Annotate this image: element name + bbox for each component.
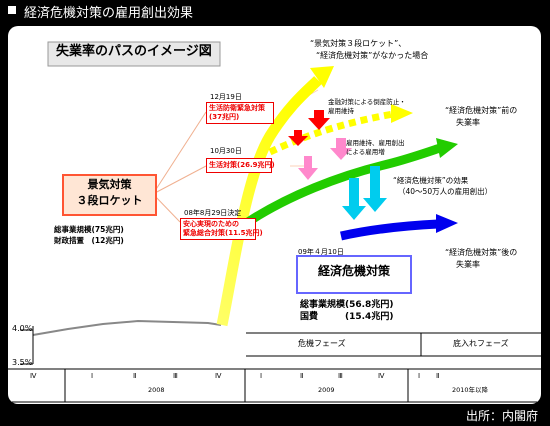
quarter-label: Ⅱ xyxy=(436,372,440,380)
employment-label-line2: による雇用増 xyxy=(346,148,385,156)
stimulus-total-scale: 総事業規模(75兆円) xyxy=(54,225,124,234)
header-title: 経済危機対策の雇用創出効果 xyxy=(24,6,194,21)
measure-1-line2: 緊急総合対策(11.5兆円) xyxy=(183,229,263,237)
effect-label-line2: （40～50万人の雇用創出） xyxy=(398,187,493,196)
red-down-arrows xyxy=(288,110,330,146)
measure-3-box: 生活防衛緊急対策 (37兆円) xyxy=(206,102,274,124)
phase-crisis-label: 危機フェーズ xyxy=(298,339,346,348)
crisis-measures-title: 経済危機対策 xyxy=(317,264,390,278)
after-crisis-label-line2: 失業率 xyxy=(456,260,480,269)
measure-1-box: 安心実現のための 緊急総合対策(11.5兆円) xyxy=(180,218,263,240)
diagram-title: 失業率のパスのイメージ図 xyxy=(56,44,212,59)
measure-1-line1: 安心実現のための xyxy=(183,220,239,228)
stimulus-box: 景気対策 ３段ロケット xyxy=(62,174,157,216)
crisis-measures-fiscal: 国費 (15.4兆円) xyxy=(300,312,394,322)
stimulus-total-fiscal: 財政措置 (12兆円) xyxy=(54,236,124,245)
measure-2-date: 10月30日 xyxy=(210,147,242,155)
quarter-label: Ⅳ xyxy=(215,372,222,380)
quarter-label: Ⅱ xyxy=(300,372,304,380)
y-tick-high-label: 4.0% xyxy=(12,324,33,333)
pink-down-arrows xyxy=(298,138,352,180)
quarter-label: Ⅲ xyxy=(338,372,343,380)
no-measures-label-line2: “経済危機対策”がなかった場合 xyxy=(316,51,429,60)
quarter-dividers xyxy=(64,369,409,402)
stimulus-box-line1: 景気対策 xyxy=(87,178,132,191)
effect-label-line1: “経済危機対策”の効果 xyxy=(393,176,469,185)
year-label-2010: 2010年以降 xyxy=(452,386,489,394)
year-label-2008: 2008 xyxy=(148,386,165,394)
finance-dotted-path xyxy=(268,110,394,156)
quarter-label: Ⅱ xyxy=(133,372,137,380)
diagram-graphics xyxy=(8,41,541,403)
year-label-2009: 2009 xyxy=(318,386,335,394)
header: 経済危機対策の雇用創出効果 xyxy=(0,0,550,26)
quarter-label: Ⅳ xyxy=(378,372,385,380)
crisis-measures-date: 09年４月10日 xyxy=(298,248,344,256)
phase-recovery-label: 底入れフェーズ xyxy=(453,339,509,348)
y-tick-low-label: 3.5% xyxy=(12,358,33,367)
measure-3-line1: 生活防衛緊急対策 xyxy=(209,104,265,112)
diagram-panel: 失業率のパスのイメージ図 景気対策 ３段ロケット 総事業規模(75兆円) 財政措… xyxy=(8,26,541,404)
measure-3-line2: (37兆円) xyxy=(209,113,240,121)
finance-label-line2: 雇用維持 xyxy=(328,107,354,115)
blue-path-arrowhead xyxy=(436,214,458,233)
before-crisis-label-line2: 失業率 xyxy=(456,118,480,127)
yellow-path xyxy=(216,76,322,327)
source-label: 出所：内閣府 xyxy=(465,409,538,423)
yellow-path-arrowhead xyxy=(310,66,334,88)
green-path-arrowhead xyxy=(436,138,458,158)
header-bullet xyxy=(8,6,16,14)
cyan-down-arrows xyxy=(342,166,387,220)
measure-1-date: 08年8月29日決定 xyxy=(184,209,242,217)
employment-label-line1: 雇用維持、雇用創出 xyxy=(346,139,405,147)
crisis-measures-scale: 総事業規模(56.8兆円) xyxy=(300,300,394,310)
blue-path xyxy=(340,219,439,241)
quarter-label: Ⅳ xyxy=(30,372,37,380)
measure-3-date: 12月19日 xyxy=(210,93,242,101)
before-crisis-label-line1: “経済危機対策”前の xyxy=(445,106,518,115)
history-line xyxy=(32,319,222,336)
crisis-measures-box xyxy=(296,255,412,294)
finance-dotted-arrowhead xyxy=(391,104,413,123)
quarter-label: Ⅰ xyxy=(418,372,421,380)
measure-2-box: 生活対策(26.9兆円) xyxy=(206,158,275,173)
finance-label-line1: 金融対策による倒産防止・ xyxy=(328,98,406,106)
quarter-label: Ⅲ xyxy=(173,372,178,380)
title-box xyxy=(47,41,221,67)
quarter-label: Ⅰ xyxy=(91,372,94,380)
stimulus-box-line2: ３段ロケット xyxy=(76,194,143,207)
quarter-label: Ⅰ xyxy=(260,372,263,380)
no-measures-label-line1: “景気対策３段ロケット”、 xyxy=(310,39,407,48)
measure-2-line1: 生活対策(26.9兆円) xyxy=(209,161,275,169)
after-crisis-label-line1: “経済危機対策”後の xyxy=(445,248,518,257)
connector-lines xyxy=(152,111,207,223)
